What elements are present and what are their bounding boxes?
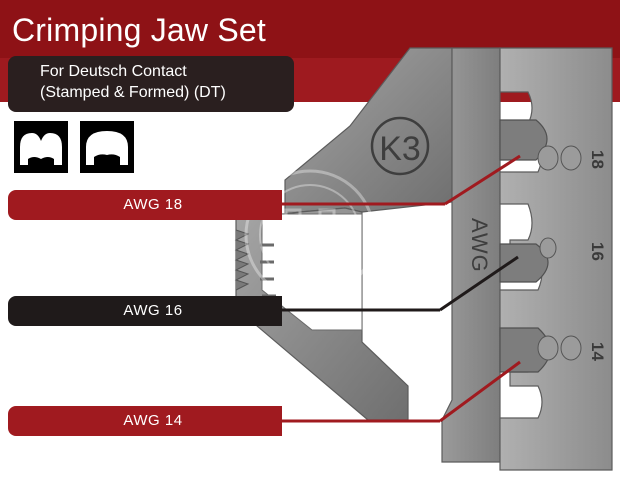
jaw-serration [234, 229, 250, 291]
page-title: Crimping Jaw Set [12, 12, 266, 48]
k3-mark: K3 [379, 130, 421, 168]
awg-side-mark: AWG [467, 218, 492, 273]
slot-mark-14: 14 [588, 342, 607, 361]
subtitle-box: For Deutsch Contact (Stamped & Formed) (… [8, 56, 294, 112]
label-awg-16-text: AWG 16 [123, 302, 183, 319]
label-awg-14-text: AWG 14 [123, 412, 183, 429]
subtitle-line-1: For Deutsch Contact [40, 63, 187, 80]
crimp-profile-open-icon [80, 121, 134, 173]
k3-mark-circle [370, 116, 430, 176]
slot-mark-16: 16 [588, 242, 607, 261]
label-awg-18-text: AWG 18 [123, 196, 183, 213]
label-awg-14: AWG 14 [8, 406, 282, 436]
label-awg-16: AWG 16 [8, 296, 282, 326]
jaw-arm [284, 47, 453, 215]
watermark-logo [244, 169, 376, 301]
slot-mark-18: 18 [588, 150, 607, 169]
label-awg-18: AWG 18 [8, 190, 282, 220]
subtitle-line-2: (Stamped & Formed) (DT) [40, 84, 226, 101]
crimp-profile-b-icon [14, 121, 68, 173]
